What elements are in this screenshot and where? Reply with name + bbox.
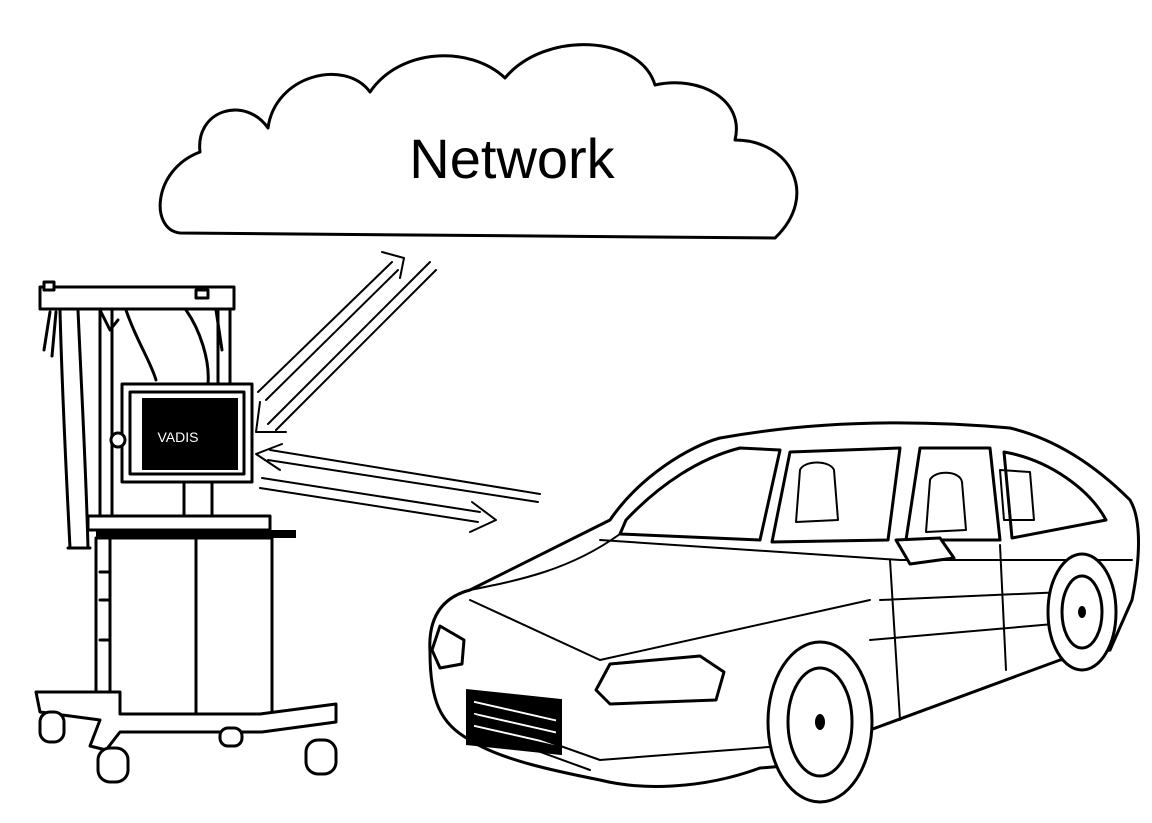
station-cabinet	[94, 536, 274, 716]
car-windshield	[618, 446, 782, 542]
link-arrows	[255, 251, 541, 533]
arrow-from-network	[255, 261, 437, 433]
station-wheels	[38, 710, 338, 784]
arrow-from-car	[255, 443, 541, 503]
network-cloud: Network	[158, 43, 799, 240]
cloud-label: Network	[409, 127, 615, 190]
arrow-to-network	[257, 251, 405, 401]
car-grille	[466, 688, 562, 756]
monitor-screen	[142, 398, 238, 470]
car-wheels	[766, 552, 1118, 804]
station-table	[86, 514, 272, 532]
station-top-bar	[38, 285, 236, 311]
car-mirror	[894, 536, 956, 566]
cloud-outline	[158, 43, 799, 240]
station-base	[34, 690, 338, 752]
car-headlight-right	[594, 654, 726, 706]
arrow-to-car	[259, 477, 497, 533]
monitor-screen-text: VADIS	[158, 429, 199, 445]
diagnostic-station: VADIS	[34, 280, 338, 784]
car	[428, 421, 1140, 804]
car-headlight-left	[430, 624, 466, 670]
car-rear-window	[904, 446, 1002, 542]
